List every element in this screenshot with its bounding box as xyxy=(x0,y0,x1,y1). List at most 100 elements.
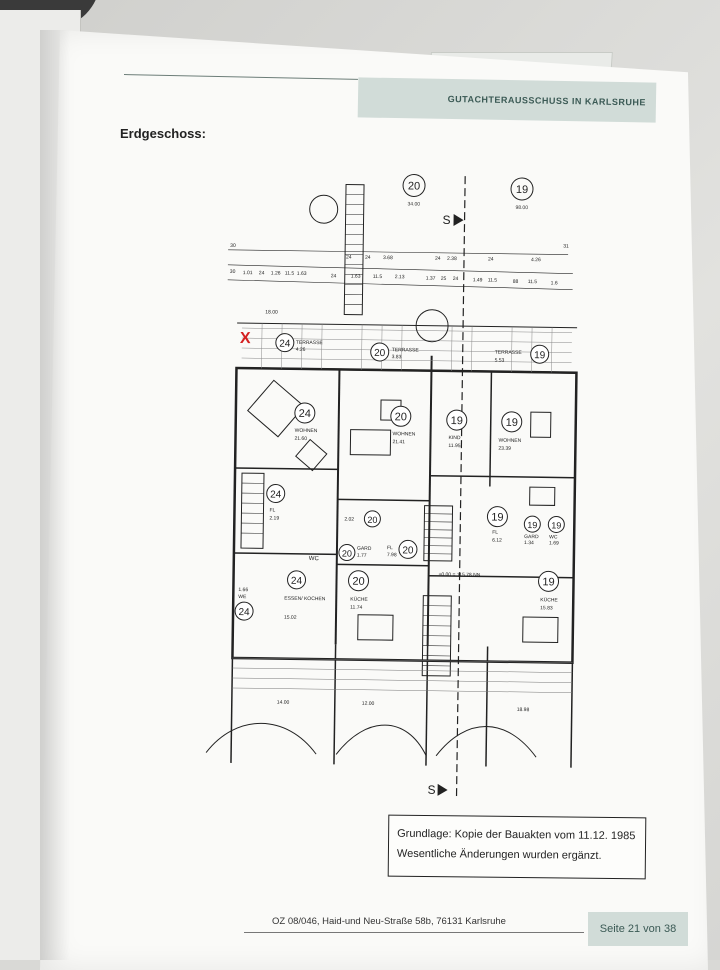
room-num-5: 19 xyxy=(451,415,463,427)
room-num-8: 20 xyxy=(367,515,377,525)
dim-r2-3: 1.26 xyxy=(271,270,281,276)
section-arrow-top xyxy=(453,214,464,227)
dim-r1-0: 30 xyxy=(230,243,236,249)
dim-r2-4: 11.5 xyxy=(285,271,295,277)
section-mark-top: S xyxy=(442,213,450,227)
dim-r2-6: 24 xyxy=(331,273,337,279)
dim-r2-11: 25 xyxy=(441,276,447,282)
room-area-0: 4.26 xyxy=(296,347,306,353)
room-area-2: 5.53 xyxy=(495,358,505,364)
room-num-16: 20 xyxy=(352,576,364,588)
room-label-14: WC xyxy=(309,556,320,562)
red-cross-mark: X xyxy=(240,330,251,347)
dim-r2-2: 24 xyxy=(259,270,265,276)
room-num-2: 19 xyxy=(534,350,546,361)
room-label-15: ESSEN/ KOCHEN xyxy=(284,596,326,603)
dim-r2-14: 11.5 xyxy=(488,277,498,283)
room-num-11: 19 xyxy=(551,520,561,530)
room-num-4: 20 xyxy=(395,411,407,423)
room-label-0: TERRASSE xyxy=(296,340,324,346)
section-arrow-bottom xyxy=(437,783,448,796)
bottom-dim-2: 18.98 xyxy=(517,707,530,713)
room-label-5: KIND xyxy=(448,435,460,441)
room-num-1: 20 xyxy=(374,348,386,359)
header-org-name: GUTACHTERAUSSCHUSS IN KARLSRUHE xyxy=(447,93,647,108)
room-area-10: 1.34 xyxy=(524,540,534,546)
dim-r2-7: 1.63 xyxy=(351,274,361,280)
dim-r1-5: 2.38 xyxy=(447,256,457,262)
room-area-7: 2.19 xyxy=(269,515,279,521)
room-label-3: WOHNEN xyxy=(295,428,318,434)
room-area-8: 2.02 xyxy=(344,517,354,523)
room-num-13: 20 xyxy=(402,545,414,556)
dim-r1-3: 3.68 xyxy=(383,255,393,261)
room-area-5: 11.95 xyxy=(448,443,460,449)
room-area-13: 7.98 xyxy=(387,552,397,558)
room-label-6: WOHNEN xyxy=(498,438,521,444)
room-area-6: 23.39 xyxy=(498,446,511,452)
floor-plan-svg: 20 34.00 19 98.00 30 24 24 3.68 24 2.38 … xyxy=(205,173,578,797)
room-num-3: 24 xyxy=(299,408,311,420)
dim-r2-15: 88 xyxy=(513,279,519,285)
page-fold-shadow xyxy=(40,30,70,960)
dim-r2-0: 30 xyxy=(230,269,236,275)
room-area-17: 15.83 xyxy=(540,605,553,611)
room-label-16: KÜCHE xyxy=(350,596,368,603)
dim-r1-1: 24 xyxy=(346,255,352,261)
page-badge: Seite 21 von 38 xyxy=(588,912,688,946)
dim-r1-4: 24 xyxy=(435,256,441,262)
note-line-2: Wesentliche Änderungen wurden ergänzt. xyxy=(396,847,602,862)
level-mark: ±0.00 = 115.78 NN xyxy=(439,572,481,579)
note-line-1: Grundlage: Kopie der Bauakten vom 11.12.… xyxy=(397,827,636,843)
room-label-2: TERRASSE xyxy=(495,350,523,356)
dim-r2-10: 1.37 xyxy=(426,276,436,282)
room-label-9: FL xyxy=(492,530,498,536)
dim-r2-9: 2.13 xyxy=(395,274,405,280)
note-box: Grundlage: Kopie der Bauakten vom 11.12.… xyxy=(387,814,647,880)
room-num-12: 20 xyxy=(342,548,352,558)
header-box: GUTACHTERAUSSCHUSS IN KARLSRUHE xyxy=(357,77,657,123)
dim-r2-13: 1.49 xyxy=(473,277,483,283)
room-area-11: 1.69 xyxy=(549,540,559,546)
room-label-12: GARD xyxy=(357,546,372,552)
bottom-dim-0: 14.00 xyxy=(277,700,290,706)
room-num-9: 19 xyxy=(491,512,503,524)
room-area-3: 21.60 xyxy=(294,436,307,442)
room-area-4: 21.41 xyxy=(392,439,405,445)
dim-r1-6: 24 xyxy=(488,256,494,262)
room-num-0: 24 xyxy=(279,339,291,350)
room-area-12: 1.77 xyxy=(357,553,367,559)
section-mark-bottom: S xyxy=(428,783,436,797)
footer-rule xyxy=(244,932,584,933)
room-labels: 24 TERRASSE 4.26 20 TERRASSE 3.83 19 TER… xyxy=(234,333,565,621)
room-label-1: TERRASSE xyxy=(392,347,420,353)
dim-r2-1: 1.01 xyxy=(243,270,253,276)
room-label-7: FL xyxy=(269,507,275,513)
room-area-16: 11.74 xyxy=(350,605,362,611)
room-label-4: WOHNEN xyxy=(393,431,416,437)
top-number-19: 19 xyxy=(516,184,528,196)
top-small-20: 34.00 xyxy=(407,201,420,207)
dim-r2-5: 1.63 xyxy=(297,271,307,277)
dim-r2-8: 11.5 xyxy=(373,274,383,280)
dim-r2-17: 1.6 xyxy=(551,280,558,286)
room-area-18: 1.66 xyxy=(238,587,248,593)
room-num-15: 24 xyxy=(291,576,303,587)
dim-r1-2: 24 xyxy=(365,255,371,261)
room-label-10: GARD xyxy=(524,534,539,540)
footer-address: OZ 08/046, Haid-und Neu-Straße 58b, 7613… xyxy=(272,916,506,927)
room-num-17: 19 xyxy=(542,576,554,588)
room-label-18: WE xyxy=(238,594,247,600)
room-area-1: 3.83 xyxy=(392,354,402,360)
dim-r2-12: 24 xyxy=(453,276,459,282)
dim-r1-8: 31 xyxy=(563,244,569,250)
room-num-10: 19 xyxy=(527,520,537,530)
page-number: Seite 21 von 38 xyxy=(599,923,677,935)
top-small-19: 98.00 xyxy=(515,205,528,211)
room-area-15: 15.02 xyxy=(284,615,297,621)
dim-r1-7: 4.26 xyxy=(531,257,541,263)
floor-plan: 20 34.00 19 98.00 30 24 24 3.68 24 2.38 … xyxy=(180,155,580,797)
bottom-dim-1: 12.00 xyxy=(362,701,375,707)
room-label-17: KÜCHE xyxy=(540,596,558,603)
section-heading: Erdgeschoss: xyxy=(120,126,206,141)
